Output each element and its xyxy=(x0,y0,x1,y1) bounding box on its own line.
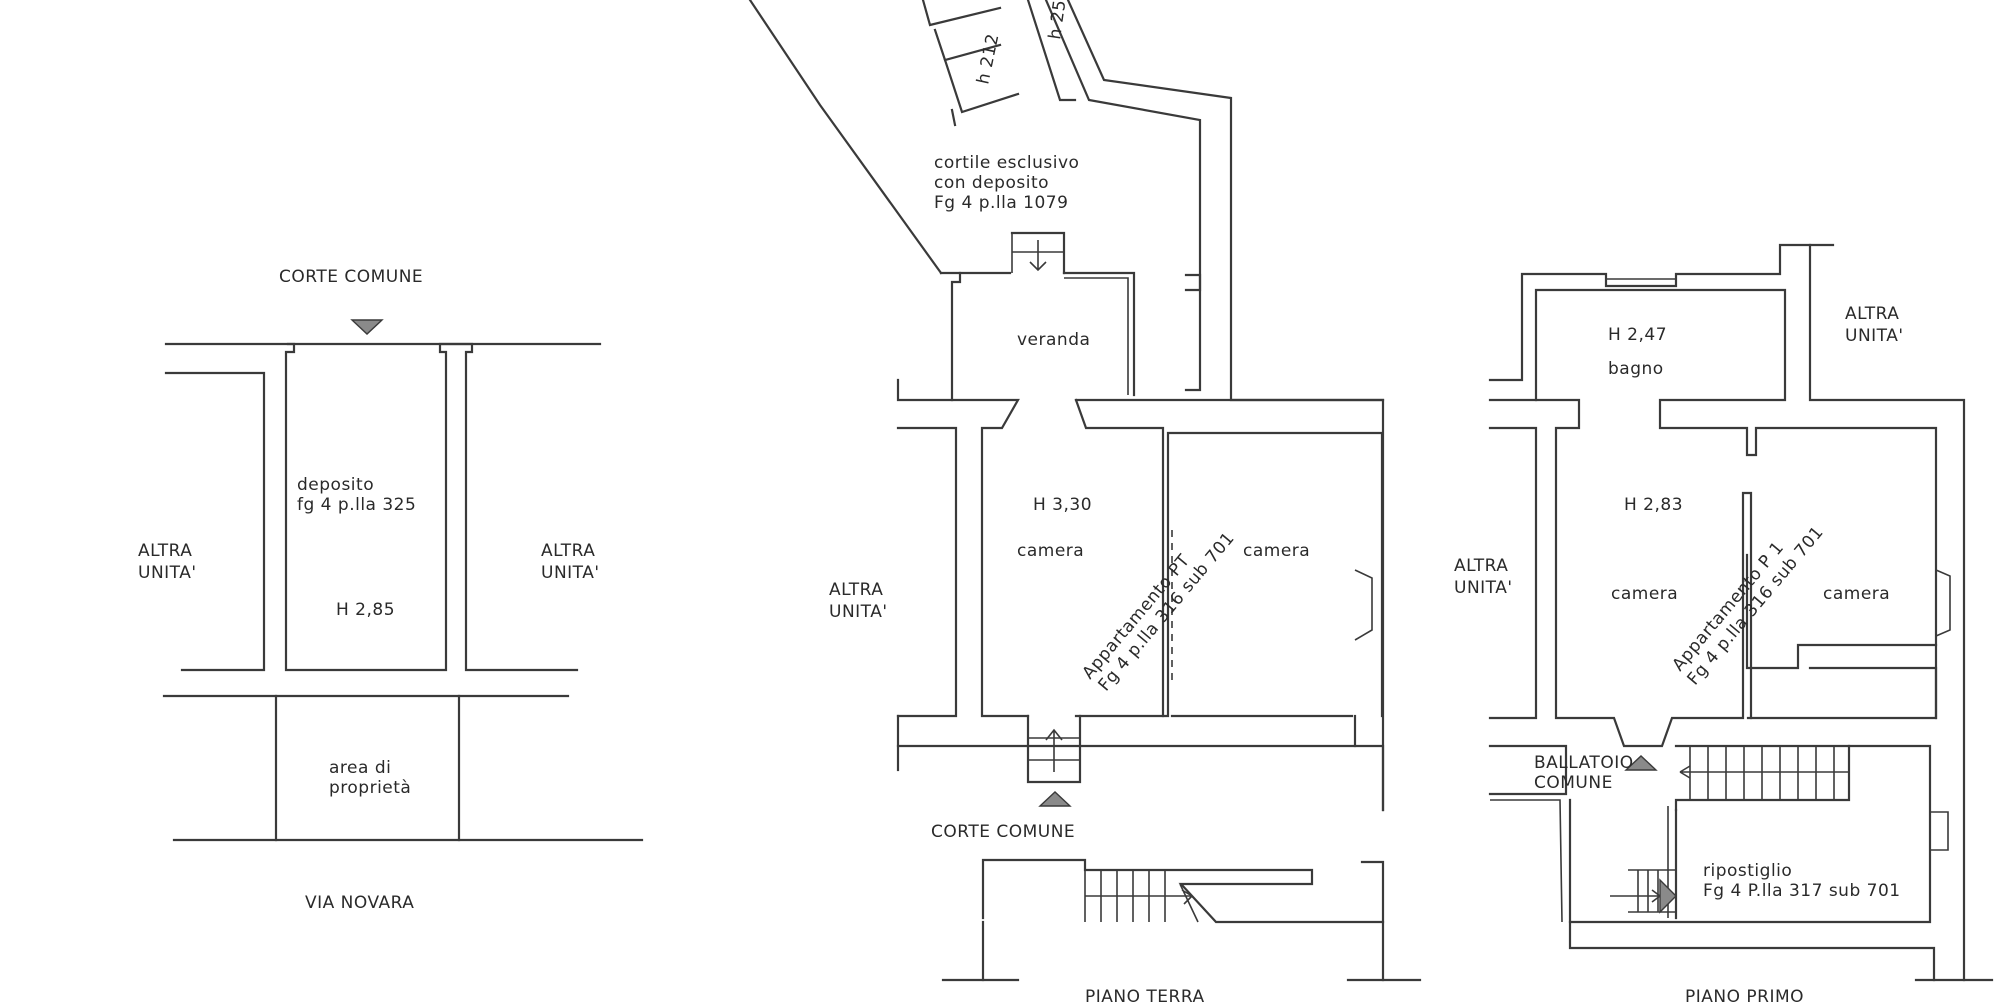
cortile-label: Fg 4 p.lla 1079 xyxy=(934,193,1068,213)
ripostiglio-label: Fg 4 P.lla 317 sub 701 xyxy=(1703,881,1901,901)
area-label: area di xyxy=(329,758,391,778)
room-label: camera xyxy=(1017,541,1084,561)
room-label: camera xyxy=(1823,584,1890,604)
deposito-label: deposito xyxy=(297,475,374,495)
ballatoio-label: BALLATOIO xyxy=(1534,753,1634,773)
deposito-label: fg 4 p.lla 325 xyxy=(297,495,416,515)
height-label: h 212 xyxy=(973,32,1003,86)
height-label: H 2,83 xyxy=(1624,495,1683,515)
entrance-arrow-icon xyxy=(1038,791,1072,807)
altra-unita-label: ALTRA xyxy=(541,541,595,561)
altra-unita-label: ALTRA xyxy=(829,580,883,600)
piano-terra-title: PIANO TERRA xyxy=(1085,987,1205,1003)
apartment-label: Fg 4 p.lla 316 sub 701 xyxy=(1684,523,1828,690)
room-label: camera xyxy=(1611,584,1678,604)
altra-unita-label: ALTRA xyxy=(1454,556,1508,576)
altra-unita-label: ALTRA xyxy=(138,541,192,561)
corte-comune-label: CORTE COMUNE xyxy=(931,822,1075,842)
piano-primo-title: PIANO PRIMO xyxy=(1685,987,1804,1003)
apartment-label: Appartamento P 1 xyxy=(1669,538,1789,675)
height-label: h 250 xyxy=(1045,0,1072,41)
cortile-label: cortile esclusivo xyxy=(934,153,1079,173)
altra-unita-label: ALTRA xyxy=(1845,304,1899,324)
piano-terra-plan xyxy=(748,0,1422,982)
altra-unita-label: UNITA' xyxy=(1454,578,1513,598)
corte-comune-label: CORTE COMUNE xyxy=(279,267,423,287)
piano-primo-plan xyxy=(1488,243,1994,982)
height-label: H 2,47 xyxy=(1608,325,1667,345)
entrance-arrow-icon xyxy=(350,319,384,335)
street-label: VIA NOVARA xyxy=(305,893,414,913)
altra-unita-label: UNITA' xyxy=(138,563,197,583)
ballatoio-label: COMUNE xyxy=(1534,773,1613,793)
entrance-arrow-icon xyxy=(1624,755,1658,771)
area-label: proprietà xyxy=(329,778,411,798)
room-label: camera xyxy=(1243,541,1310,561)
altra-unita-label: UNITA' xyxy=(541,563,600,583)
height-label: H 3,30 xyxy=(1033,495,1092,515)
altra-unita-label: UNITA' xyxy=(829,602,888,622)
room-label: bagno xyxy=(1608,359,1664,379)
cortile-label: con deposito xyxy=(934,173,1049,193)
ripostiglio-label: ripostiglio xyxy=(1703,861,1792,881)
altra-unita-label: UNITA' xyxy=(1845,326,1904,346)
apartment-label: Fg 4 p.lla 316 sub 701 xyxy=(1095,529,1239,696)
height-label: H 2,85 xyxy=(336,600,395,620)
stair-arrow-icon xyxy=(1659,878,1677,914)
deposito-plan xyxy=(162,319,644,842)
veranda-label: veranda xyxy=(1017,330,1090,350)
